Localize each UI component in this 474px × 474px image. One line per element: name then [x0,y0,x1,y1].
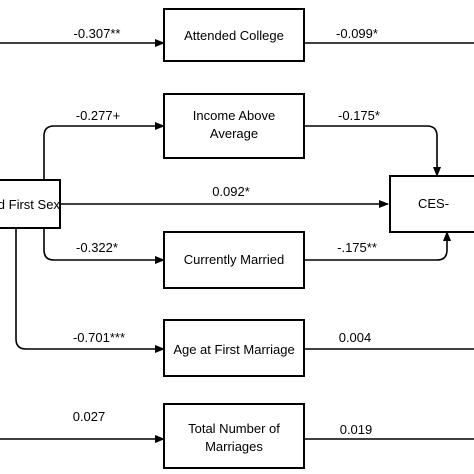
node-currently-married-label: Currently Married [184,252,284,267]
coef-married-to-outcome: -.175** [337,240,377,255]
node-income-line2: Average [210,126,258,141]
coef-income-to-outcome: -0.175* [338,108,380,123]
coef-to-age-marriage: -0.701*** [73,330,125,345]
node-age-at-first-marriage-label: Age at First Marriage [173,342,294,357]
node-source: ced First Sex [0,179,61,229]
node-currently-married: Currently Married [163,231,305,289]
coef-to-num-marriages: 0.027 [73,409,106,424]
edge-to-married [43,211,165,264]
edge-income-to-outcome [304,125,441,177]
node-source-label: ced First Sex [0,197,60,212]
node-outcome: CES- [389,175,474,233]
node-num-marriages-line2: Marriages [205,439,263,454]
edge-to-income [43,122,165,197]
node-total-number-of-marriages: Total Number of Marriages [163,403,305,469]
node-age-at-first-marriage: Age at First Marriage [163,319,305,377]
coef-direct: 0.092* [212,184,250,199]
coef-to-college: -0.307** [74,26,121,41]
edge-to-age-marriage [15,228,165,353]
node-income-line1: Income Above [193,108,275,123]
coef-to-income: -0.277+ [76,108,120,123]
coef-num-marriages-to-outcome: 0.019 [340,422,373,437]
coef-college-to-outcome: -0.099* [336,26,378,41]
edge-married-to-outcome [304,231,451,261]
node-num-marriages-line1: Total Number of [188,421,280,436]
coef-to-married: -0.322* [76,240,118,255]
coef-age-marriage-to-outcome: 0.004 [339,330,372,345]
node-attended-college-label: Attended College [184,28,284,43]
node-outcome-label: CES- [418,196,449,211]
node-attended-college: Attended College [163,8,305,62]
node-income-above-average: Income Above Average [163,93,305,159]
